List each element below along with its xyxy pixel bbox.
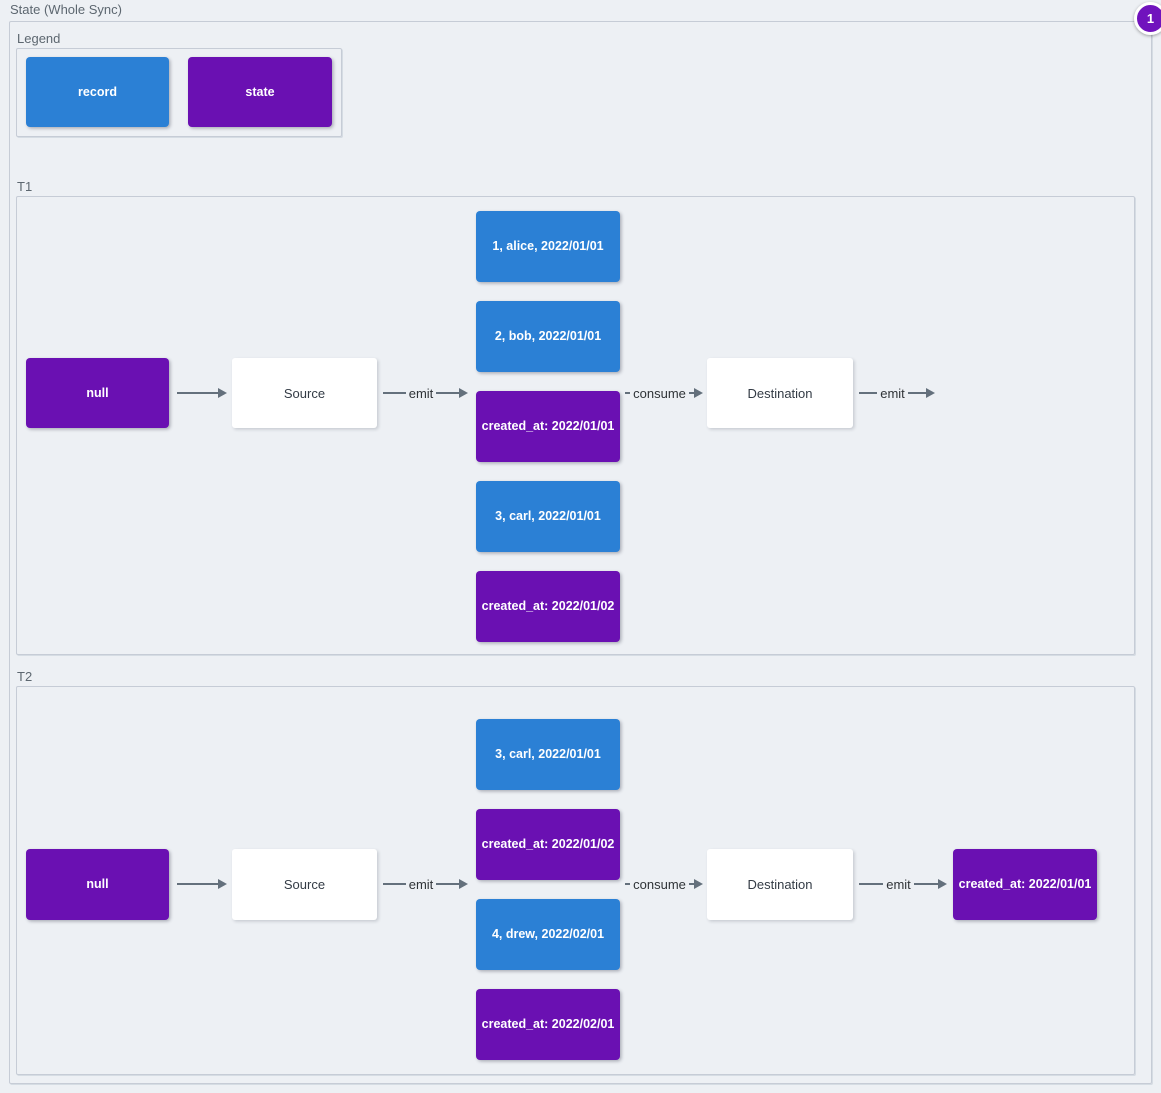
t2-record-node-2: 4, drew, 2022/02/01 — [476, 899, 620, 970]
t1-null-node: null — [26, 358, 169, 428]
t1-record-node-1: 1, alice, 2022/01/01 — [476, 211, 620, 282]
t1-edge-emit-out: emit — [859, 385, 935, 401]
t2-edge-null-source — [177, 878, 227, 890]
t2-label: T2 — [17, 669, 33, 684]
arrowhead-icon — [218, 879, 227, 889]
t2-edge-consume: consume — [625, 876, 703, 892]
edge-line — [913, 883, 938, 885]
t1-state-text-2: created_at: 2022/01/02 — [481, 599, 615, 613]
t2-state-node-1: created_at: 2022/01/02 — [476, 809, 620, 880]
edge-line — [625, 883, 631, 885]
edge-line — [859, 392, 878, 394]
t1-source-node: Source — [232, 358, 377, 428]
t1-state-node-2: created_at: 2022/01/02 — [476, 571, 620, 642]
legend-state-node: state — [188, 57, 332, 127]
t1-state-node-1: created_at: 2022/01/01 — [476, 391, 620, 462]
t2-record-text-2: 4, drew, 2022/02/01 — [491, 927, 605, 941]
t2-emit-label: emit — [408, 876, 434, 892]
t1-record-node-2: 2, bob, 2022/01/01 — [476, 301, 620, 372]
edge-line — [625, 392, 631, 394]
t2-destination-node: Destination — [707, 849, 853, 920]
arrowhead-icon — [459, 879, 468, 889]
t2-null-node: null — [26, 849, 169, 920]
t1-state-text-1: created_at: 2022/01/01 — [481, 419, 615, 433]
whole-sync-cluster — [9, 21, 1152, 1084]
diagram-title: State (Whole Sync) — [10, 2, 122, 17]
t2-null-text: null — [86, 877, 109, 891]
legend-record-node: record — [26, 57, 169, 127]
t1-label: T1 — [17, 179, 33, 194]
t2-state-node-2: created_at: 2022/02/01 — [476, 989, 620, 1060]
step-badge-number: 1 — [1146, 11, 1155, 26]
t2-source-node: Source — [232, 849, 377, 920]
arrowhead-icon — [938, 879, 947, 889]
t1-emit-label: emit — [408, 385, 434, 401]
t2-cluster — [16, 686, 1135, 1075]
t1-edge-emit: emit — [383, 385, 468, 401]
t1-record-text-2: 2, bob, 2022/01/01 — [494, 329, 602, 343]
t2-edge-emit: emit — [383, 876, 468, 892]
t1-destination-text: Destination — [747, 385, 813, 401]
t1-source-text: Source — [283, 385, 326, 401]
t2-edge-emit-out: emit — [859, 876, 947, 892]
t1-emit-out-label: emit — [880, 385, 905, 401]
arrowhead-icon — [926, 388, 935, 398]
edge-line — [688, 883, 694, 885]
arrowhead-icon — [218, 388, 227, 398]
t2-emit-out-label: emit — [886, 876, 911, 892]
t1-cluster — [16, 196, 1135, 655]
t2-consume-label: consume — [633, 876, 686, 892]
t1-destination-node: Destination — [707, 358, 853, 428]
t1-null-text: null — [86, 385, 109, 400]
legend-cluster — [16, 48, 342, 137]
t1-record-text-3: 3, carl, 2022/01/01 — [495, 509, 601, 523]
legend-label: Legend — [17, 31, 61, 46]
edge-line — [383, 392, 406, 394]
t2-output-state-node: created_at: 2022/01/01 — [953, 849, 1097, 920]
t1-record-node-3: 3, carl, 2022/01/01 — [476, 481, 620, 552]
edge-line — [436, 883, 459, 885]
step-badge: 1 — [1134, 2, 1161, 35]
edge-line — [383, 883, 406, 885]
legend-record-text: record — [78, 84, 117, 99]
edge-line — [688, 392, 694, 394]
edge-line — [859, 883, 884, 885]
t1-edge-consume: consume — [625, 385, 703, 401]
legend-state-text: state — [245, 84, 275, 99]
t2-record-node-1: 3, carl, 2022/01/01 — [476, 719, 620, 790]
arrowhead-icon — [694, 879, 703, 889]
t1-edge-null-source — [177, 387, 227, 399]
edge-line — [177, 392, 218, 394]
t2-state-text-1: created_at: 2022/01/02 — [481, 837, 615, 851]
edge-line — [907, 392, 926, 394]
t2-state-text-2: created_at: 2022/02/01 — [481, 1017, 615, 1031]
t1-record-text-1: 1, alice, 2022/01/01 — [492, 239, 604, 253]
edge-line — [177, 883, 218, 885]
t2-destination-text: Destination — [747, 877, 813, 892]
t2-output-state-text: created_at: 2022/01/01 — [958, 877, 1092, 891]
t2-record-text-1: 3, carl, 2022/01/01 — [495, 747, 601, 761]
edge-line — [436, 392, 459, 394]
t2-source-text: Source — [283, 877, 326, 892]
t1-consume-label: consume — [633, 385, 686, 401]
arrowhead-icon — [694, 388, 703, 398]
arrowhead-icon — [459, 388, 468, 398]
